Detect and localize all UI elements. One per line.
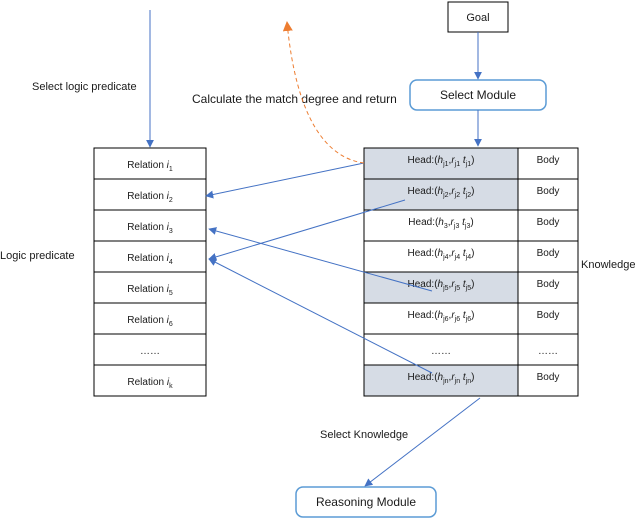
match-degree-label: Calculate the match degree and return [192, 92, 397, 106]
select-knowledge-label: Select Knowledge [320, 429, 408, 441]
knowledge-head-label: Head:(hj2,rj2 tj2) [408, 186, 475, 199]
knowledge-head-label: Head:(hjn,rjn tjn) [408, 372, 475, 385]
knowledge-body-label: Body [537, 217, 560, 228]
knowledge-body-label: Body [537, 372, 560, 383]
knowledge-head-cell [363, 364, 519, 397]
relation-cell-label: …… [140, 346, 160, 357]
knowledge-head-cell [363, 333, 519, 366]
relation-cell [93, 178, 207, 211]
relation-cell [93, 333, 207, 366]
relation-cell-label: Relation ik [127, 377, 173, 390]
relation-cell-label: Relation i5 [127, 284, 173, 297]
knowledge-body-cell [517, 178, 579, 211]
relation-cell-label: Relation i4 [127, 253, 173, 266]
logic-predicate-label: Logic predicate [0, 250, 75, 262]
goal-node-label: Goal [466, 12, 489, 24]
knowledge-head-cell [363, 302, 519, 335]
relation-cell-label: Relation i6 [127, 315, 173, 328]
knowledge-head-cell [363, 240, 519, 273]
knowledge-body-label: Body [537, 155, 560, 166]
knowledge-head-cell [363, 209, 519, 242]
knowledge-body-cell [517, 271, 579, 304]
knowledge-body-label: Body [537, 248, 560, 259]
knowledge-head-label: Head:(hj4,rj4 tj4) [408, 248, 475, 261]
relation-cell [93, 302, 207, 335]
knowledge-head-label: Head:(hj5,rj5 tj5) [408, 279, 475, 292]
match-arrow-head5-to-relation3 [208, 227, 433, 292]
knowledge-head-label: Head:(hj6,rj6 tj6) [408, 310, 475, 323]
match-arrow-head1-to-relation2 [205, 162, 365, 199]
match-arrow-head2-to-relation4 [208, 199, 406, 261]
goal-node [447, 1, 509, 33]
relation-cell [93, 271, 207, 304]
relation-cell-label: Relation i1 [127, 160, 173, 173]
match-arrow-headn-to-relation4 [208, 258, 433, 374]
relation-cell [93, 209, 207, 242]
knowledge-body-label: Body [537, 279, 560, 290]
knowledge-head-label: Head:(h3,rj3 tj3) [408, 217, 473, 230]
relation-cell-label: Relation i2 [127, 191, 173, 204]
knowledge-head-label: …… [431, 346, 451, 357]
knowledge-body-label: Body [537, 310, 560, 321]
relation-cell [93, 147, 207, 180]
knowledge-body-cell [517, 209, 579, 242]
reasoning-module-node [295, 486, 437, 518]
knowledge-body-label: Body [537, 186, 560, 197]
knowledge-label: Knowledge [581, 259, 635, 271]
select-logic-predicate-label: Select logic predicate [32, 81, 137, 93]
select-module-label: Select Module [440, 88, 516, 102]
knowledge-body-cell [517, 333, 579, 366]
reasoning-module-label: Reasoning Module [316, 495, 416, 509]
select-knowledge-arrow [364, 397, 481, 487]
relation-cell-label: Relation i3 [127, 222, 173, 235]
knowledge-body-cell [517, 147, 579, 180]
knowledge-body-cell [517, 364, 579, 397]
knowledge-body-cell [517, 302, 579, 335]
knowledge-head-label: Head:(hj1,rj1 tj1) [408, 155, 475, 168]
relation-cell [93, 364, 207, 397]
match-degree-return-arrow [282, 21, 365, 164]
relation-table: Relation i1 Relation i2 Relation i3 Relatio… [93, 147, 207, 397]
knowledge-body-label: …… [538, 346, 558, 357]
